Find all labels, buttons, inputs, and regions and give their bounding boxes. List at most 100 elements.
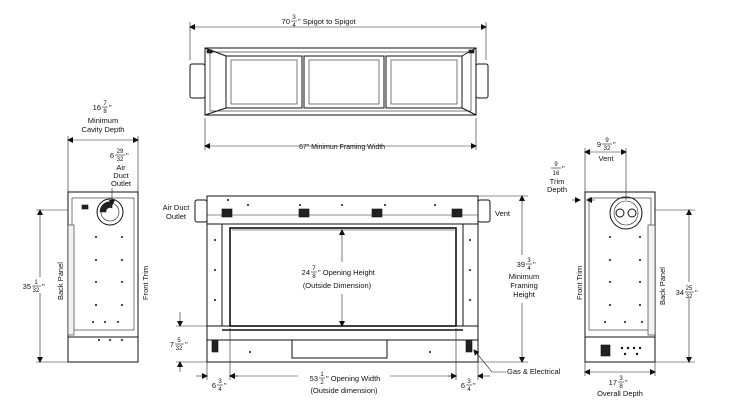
svg-text:3: 3 [218, 379, 222, 385]
svg-text:4: 4 [527, 266, 531, 272]
svg-text:7: 7 [312, 266, 316, 272]
svg-text:39: 39 [517, 260, 525, 269]
gas-electrical-label: Gas & Electrical [507, 367, 561, 376]
svg-text:32: 32 [176, 346, 183, 352]
svg-text:25: 25 [686, 286, 693, 292]
framing-width-label: 67" Minimun Framing Width [299, 144, 385, 151]
svg-text:": " [185, 340, 188, 349]
svg-text:1: 1 [320, 372, 324, 378]
air-duct-side-label: 6 29 32 " Air Duct Outlet [110, 149, 132, 188]
right-spigot [475, 63, 489, 99]
svg-text:Duct: Duct [113, 171, 129, 180]
svg-text:35: 35 [23, 282, 31, 291]
svg-text:": " [613, 140, 616, 149]
svg-text:4: 4 [467, 387, 471, 393]
top-outer-box [204, 47, 477, 116]
svg-text:32: 32 [117, 157, 124, 163]
bottom-gap-label: 7 5 32 " [170, 338, 188, 352]
svg-text:Trim: Trim [550, 177, 565, 186]
left-height-label: 35 1 32 " [22, 277, 47, 294]
svg-text:8: 8 [619, 384, 623, 390]
front-trim-left-label: Front Trim [141, 266, 150, 300]
svg-text:Framing: Framing [510, 281, 538, 290]
svg-text:3: 3 [619, 376, 623, 382]
svg-text:16: 16 [93, 103, 101, 112]
left-offset-label: 6 3 4 " [212, 379, 227, 393]
svg-text:9: 9 [597, 140, 601, 149]
svg-text:": " [42, 282, 45, 291]
overall-depth-label: 17 3 8 " Overall Depth [597, 374, 643, 398]
cavity-depth-label: 16 7 8 " Minimum Cavity Depth [82, 101, 125, 134]
svg-text:32: 32 [686, 294, 693, 300]
svg-text:": " [562, 164, 565, 173]
svg-text:6: 6 [110, 151, 114, 160]
vent-front-label: Vent [495, 209, 511, 218]
svg-text:Cavity Depth: Cavity Depth [82, 125, 125, 134]
right-offset-label: 6 3 4 " [461, 379, 476, 393]
svg-text:16: 16 [553, 171, 560, 177]
svg-text:1: 1 [34, 280, 38, 286]
svg-text:" Opening Height: " Opening Height [318, 268, 376, 277]
right-side-body [584, 191, 656, 338]
right-height-label: 34 25 32 " [672, 282, 702, 300]
svg-text:7: 7 [170, 340, 174, 349]
svg-text:5: 5 [177, 338, 181, 344]
svg-text:Depth: Depth [547, 185, 567, 194]
svg-text:(Outside Dimension): (Outside Dimension) [303, 281, 372, 290]
svg-text:24: 24 [302, 268, 310, 277]
svg-text:" Opening Width: " Opening Width [326, 374, 380, 383]
svg-text:Minimum: Minimum [509, 272, 539, 281]
svg-text:9: 9 [605, 138, 609, 144]
opening-width-label: 53 1 2 " Opening Width (Outside dimensio… [310, 372, 381, 395]
svg-text:7: 7 [103, 101, 107, 107]
svg-text:Minimum: Minimum [88, 116, 118, 125]
svg-text:34: 34 [676, 288, 684, 297]
svg-text:Height: Height [513, 290, 536, 299]
svg-text:29: 29 [117, 149, 124, 155]
svg-text:3: 3 [467, 379, 471, 385]
svg-text:": " [224, 381, 227, 390]
back-panel-left-label: Back Panel [56, 262, 65, 300]
svg-text:": " [533, 260, 536, 269]
svg-text:70: 70 [282, 17, 290, 26]
svg-text:" Spigot to Spigot: " Spigot to Spigot [298, 17, 357, 26]
trim-depth-label: 9 16 " Trim Depth [547, 162, 567, 194]
svg-text:": " [695, 288, 698, 297]
opening-height-label: 24 7 8 " Opening Height (Outside Dimensi… [302, 266, 376, 290]
svg-text:Outlet: Outlet [111, 179, 132, 188]
air-duct-front-label: Air Duct Outlet [163, 203, 191, 221]
svg-text:32: 32 [604, 146, 611, 152]
framing-height-label: 39 3 4 " Minimum Framing Height [500, 255, 548, 303]
svg-text:9: 9 [554, 162, 558, 168]
air-duct-outlet-circle [96, 198, 124, 226]
vent-side-label: 9 9 32 " Vent [597, 138, 616, 163]
svg-text:": " [126, 151, 129, 160]
left-spigot [189, 63, 206, 99]
svg-text:53: 53 [310, 374, 318, 383]
right-side-view: 9 9 32 " Vent 9 16 " Trim Depth [547, 138, 702, 398]
back-panel-right-label: Back Panel [658, 267, 667, 305]
svg-text:": " [109, 103, 112, 112]
top-view: 70 3 4 " Spigot to Spigot 67" Minimun Fr… [189, 15, 489, 151]
left-side-view: 16 7 8 " Minimum Cavity Depth 6 29 32 " … [22, 101, 150, 363]
svg-text:32: 32 [33, 288, 40, 294]
svg-text:2: 2 [320, 380, 324, 386]
svg-text:3: 3 [292, 15, 296, 21]
left-side-body [67, 191, 139, 338]
svg-text:Overall Depth: Overall Depth [597, 389, 643, 398]
svg-text:": " [625, 378, 628, 387]
svg-text:Air Duct: Air Duct [163, 203, 191, 212]
front-top-body [206, 195, 479, 225]
front-trim-right-label: Front Trim [575, 266, 584, 300]
front-view: Air Duct Outlet Vent [163, 195, 561, 395]
svg-text:Air: Air [116, 163, 126, 172]
spigot-label: 70 3 4 " Spigot to Spigot [282, 15, 357, 29]
svg-text:": " [473, 381, 476, 390]
svg-text:6: 6 [461, 381, 465, 390]
vent-circle [609, 196, 643, 230]
svg-text:17: 17 [609, 378, 617, 387]
svg-text:(Outside dimension): (Outside dimension) [310, 386, 378, 395]
svg-text:8: 8 [312, 274, 316, 280]
svg-text:3: 3 [527, 258, 531, 264]
